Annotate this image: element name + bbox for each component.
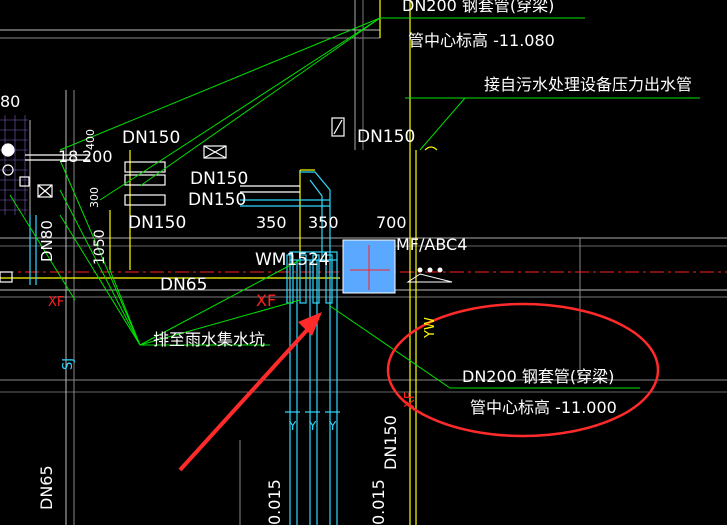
elev-015b-vertical-label: 0.015 — [369, 479, 388, 525]
y-label-a: Y — [288, 419, 297, 433]
xf-label-b: XF — [48, 295, 64, 310]
extinguisher-icon — [406, 267, 453, 283]
highlight-arrow-head — [298, 312, 322, 336]
y-label-b: Y — [308, 419, 317, 433]
mf-label: MF/ABC4 — [396, 235, 467, 254]
yw-vertical-label: YW — [423, 317, 438, 339]
elev-015a-vertical-label: 0.015 — [265, 479, 284, 525]
dn150-label-a: DN150 — [122, 128, 180, 148]
dn65-vertical-label: DN65 — [37, 465, 56, 510]
num-200-label: 200 — [82, 147, 113, 166]
highlight-ellipse — [386, 302, 660, 438]
xf-vertical-label: XF — [403, 392, 418, 408]
yellow-pipes — [0, 0, 438, 525]
sj-vertical-label: SJ — [61, 358, 76, 370]
top-sleeve-label: DN200 钢套管(穿梁) — [402, 0, 554, 15]
xf-label-a: XF — [256, 291, 276, 310]
dim-700-label: 700 — [376, 213, 407, 232]
dn150-label-e: DN150 — [128, 213, 186, 233]
dn150-label-b: DN150 — [357, 127, 415, 147]
dn150-vertical-label: DN150 — [381, 415, 400, 470]
left-hatch-region — [0, 115, 28, 215]
dn80-vertical-label: DN80 — [38, 220, 56, 262]
connect-label: 接自污水处理设备压力出水管 — [484, 75, 692, 94]
leader-lines — [9, 17, 700, 389]
dim-350b-label: 350 — [308, 213, 339, 232]
num-400-vertical-label: 400 — [84, 129, 97, 150]
pipe-fittings — [0, 117, 345, 283]
wm-label: WM1524 — [255, 250, 330, 270]
highlight-arrow-shaft — [178, 316, 320, 472]
drawing-text: DN200 钢套管(穿梁) 管中心标高 -11.080 接自污水处理设备压力出水… — [0, 0, 692, 525]
num-1050-vertical-label: 1050 — [92, 229, 108, 265]
bottom-elev-label: 管中心标高 -11.000 — [470, 398, 617, 417]
dn65-label: DN65 — [160, 275, 207, 295]
drain-label: 排至雨水集水坑 — [153, 330, 265, 349]
num-300-vertical-label: 300 — [88, 187, 101, 208]
y-label-c: Y — [328, 419, 337, 433]
dn150-label-c: DN150 — [190, 169, 248, 189]
bottom-sleeve-label: DN200 钢套管(穿梁) — [462, 367, 614, 386]
cyan-pipes — [29, 171, 340, 525]
dim-350a-label: 350 — [256, 213, 287, 232]
num-80-label: 80 — [0, 92, 20, 111]
num-18-label: 18 — [58, 147, 78, 166]
top-elev-label: 管中心标高 -11.080 — [408, 31, 555, 50]
dn150-label-d: DN150 — [188, 190, 246, 210]
